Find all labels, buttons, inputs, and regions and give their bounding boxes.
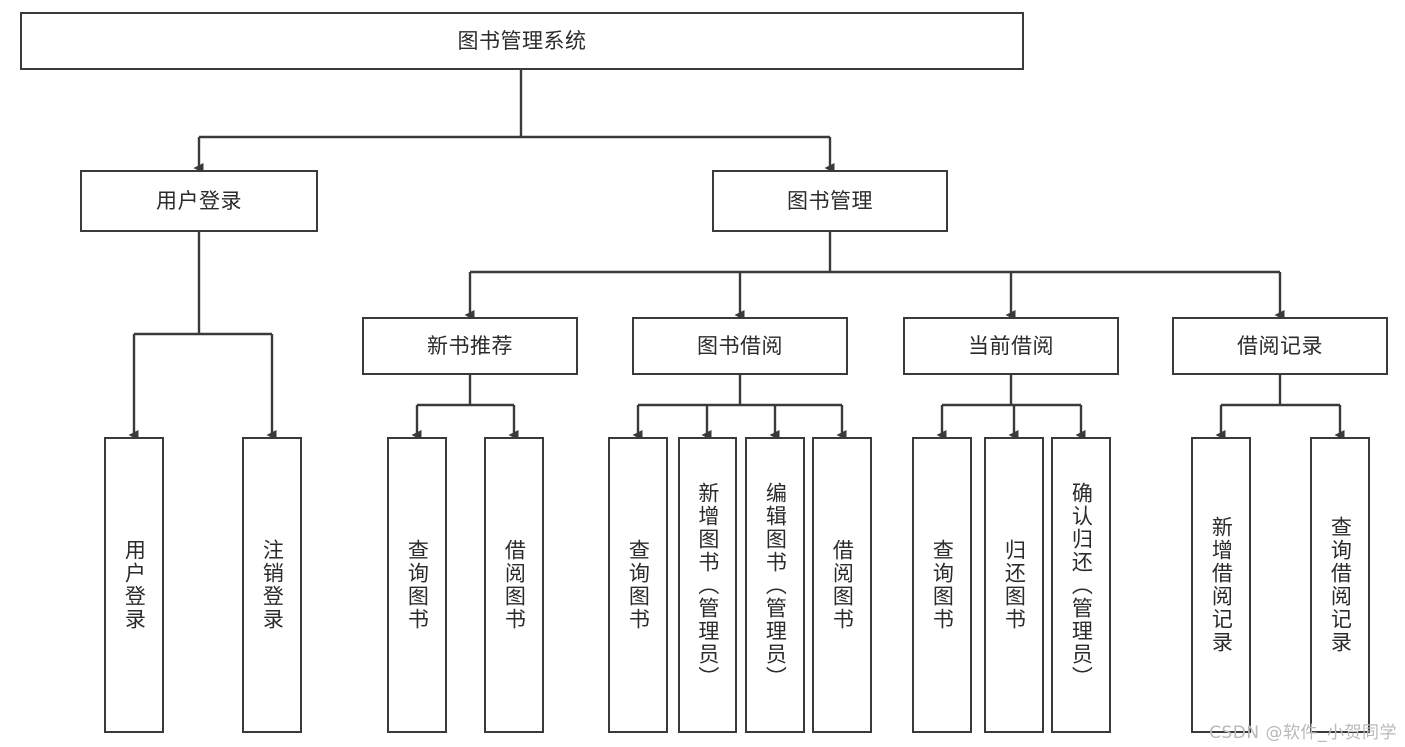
node-leaf-confirm-return[interactable]: 确认归还（管理员） xyxy=(1051,437,1111,733)
node-leaf-query-record-label: 查询借阅记录 xyxy=(1328,516,1353,654)
node-leaf-query-book-1-label: 查询图书 xyxy=(405,539,430,631)
node-leaf-borrow-book-2-label: 借阅图书 xyxy=(830,539,855,631)
node-leaf-return-book[interactable]: 归还图书 xyxy=(984,437,1044,733)
watermark-text: CSDN @软件_小贺同学 xyxy=(1209,723,1397,743)
node-book-manage[interactable]: 图书管理 xyxy=(712,170,948,232)
node-book-borrow-label: 图书借阅 xyxy=(697,333,783,358)
node-leaf-user-login[interactable]: 用户登录 xyxy=(104,437,164,733)
node-root[interactable]: 图书管理系统 xyxy=(20,12,1024,70)
node-book-borrow[interactable]: 图书借阅 xyxy=(632,317,848,375)
node-book-manage-label: 图书管理 xyxy=(787,188,873,213)
node-borrow-record[interactable]: 借阅记录 xyxy=(1172,317,1388,375)
node-leaf-borrow-book-1[interactable]: 借阅图书 xyxy=(484,437,544,733)
node-leaf-edit-book[interactable]: 编辑图书（管理员） xyxy=(745,437,805,733)
node-leaf-add-record-label: 新增借阅记录 xyxy=(1209,516,1234,654)
node-leaf-borrow-book-1-label: 借阅图书 xyxy=(502,539,527,631)
node-leaf-user-logout-label: 注销登录 xyxy=(260,539,285,631)
node-leaf-user-logout[interactable]: 注销登录 xyxy=(242,437,302,733)
node-leaf-query-book-3-label: 查询图书 xyxy=(930,539,955,631)
node-leaf-query-book-2-label: 查询图书 xyxy=(626,539,651,631)
node-new-book-rec[interactable]: 新书推荐 xyxy=(362,317,578,375)
node-user-login[interactable]: 用户登录 xyxy=(80,170,318,232)
node-borrow-record-label: 借阅记录 xyxy=(1237,333,1323,358)
node-leaf-query-book-2[interactable]: 查询图书 xyxy=(608,437,668,733)
node-current-borrow-label: 当前借阅 xyxy=(968,333,1054,358)
node-leaf-query-book-1[interactable]: 查询图书 xyxy=(387,437,447,733)
node-leaf-borrow-book-2[interactable]: 借阅图书 xyxy=(812,437,872,733)
node-root-label: 图书管理系统 xyxy=(457,28,587,53)
node-leaf-edit-book-label: 编辑图书（管理员） xyxy=(763,481,788,689)
node-leaf-query-record[interactable]: 查询借阅记录 xyxy=(1310,437,1370,733)
node-leaf-confirm-return-label: 确认归还（管理员） xyxy=(1069,481,1094,689)
node-leaf-add-record[interactable]: 新增借阅记录 xyxy=(1191,437,1251,733)
node-new-book-rec-label: 新书推荐 xyxy=(427,333,513,358)
node-leaf-add-book-label: 新增图书（管理员） xyxy=(695,481,720,689)
node-leaf-query-book-3[interactable]: 查询图书 xyxy=(912,437,972,733)
node-leaf-user-login-label: 用户登录 xyxy=(122,539,147,631)
node-current-borrow[interactable]: 当前借阅 xyxy=(903,317,1119,375)
node-leaf-add-book[interactable]: 新增图书（管理员） xyxy=(678,437,737,733)
node-user-login-label: 用户登录 xyxy=(156,188,242,213)
node-leaf-return-book-label: 归还图书 xyxy=(1002,539,1027,631)
